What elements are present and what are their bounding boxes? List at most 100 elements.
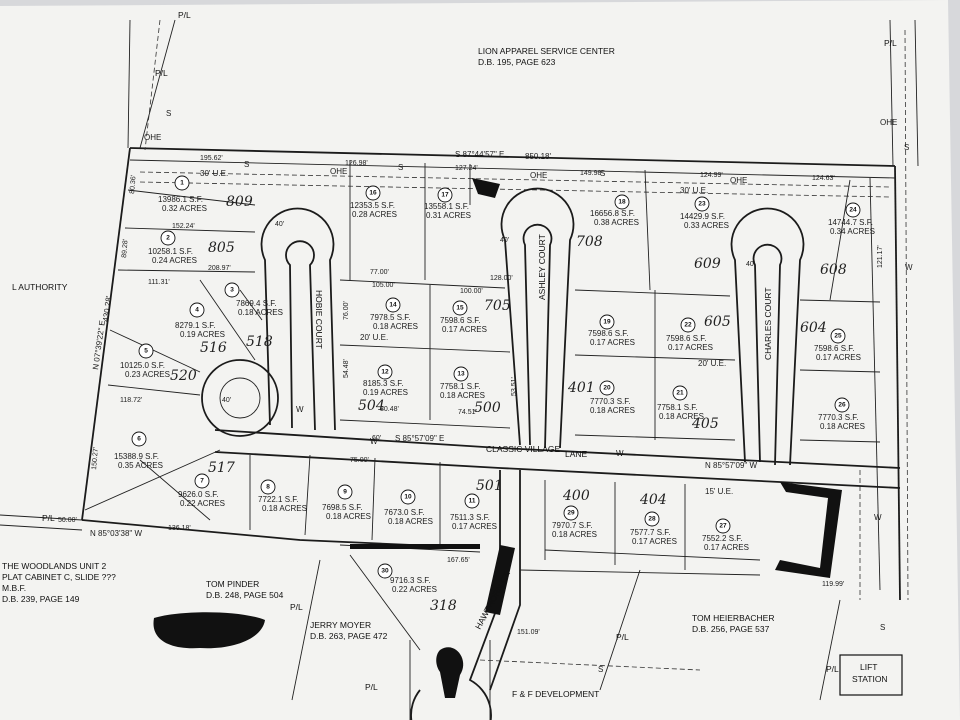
lot-2-area: 10258.1 S.F. [148,247,193,256]
svg-text:4: 4 [195,307,199,314]
lion-apparel-name: LION APPAREL SERVICE CENTER [478,46,615,56]
lot-14-acres: 0.18 ACRES [373,322,418,331]
lot-8-area: 7722.1 S.F. [258,495,298,504]
lot-28-circle: 28 [644,511,660,527]
ff-development: F & F DEVELOPMENT [512,689,599,699]
north-bearing: S 87°44'57" E [455,150,504,159]
lot-29-circle: 29 [563,505,579,521]
lot-27-acres: 0.17 ACRES [704,543,749,552]
s-label-2: S [244,160,249,169]
s-label-1: S [166,109,171,118]
lot-1-circle: 1 [174,175,190,191]
lot-27-area: 7552.2 S.F. [702,534,742,543]
lot-19-circle: 19 [599,314,615,330]
pinder-ref: D.B. 248, PAGE 504 [206,590,284,600]
lot-19-acres: 0.17 ACRES [590,338,635,347]
lot-24-circle: 24 [845,202,861,218]
lot-13-acres: 0.18 ACRES [440,391,485,400]
s-label-6: S [880,623,885,632]
moyer-ref: D.B. 263, PAGE 472 [310,631,388,641]
lot-20-circle: 20 [599,380,615,396]
lot-7-acres: 0.22 ACRES [180,499,225,508]
dim-124b: 124.63' [812,175,835,182]
lot-14-area: 7978.5 S.F. [370,313,410,322]
svg-text:14: 14 [389,302,397,309]
hand-517: 517 [208,460,235,476]
ue-30-label-1: 30' U.E. [200,169,228,178]
lot-13-area: 7758.1 S.F. [440,382,480,391]
lot-23-circle: 23 [694,196,710,212]
dim-54: 54.48' [343,359,350,378]
dim-100: 100.00' [460,288,483,295]
woodlands-line-4: D.B. 239, PAGE 149 [2,594,80,604]
moyer-name: JERRY MOYER [310,620,371,630]
lot-lines [84,160,881,651]
lot-17-area: 13558.1 S.F. [424,202,469,211]
s-label-7: S [598,665,603,674]
dim-40b: 40' [500,237,509,244]
ue-15-label: 15' U.E. [705,487,733,496]
line-labels: P/L P/L P/L P/L P/L P/L P/L P/L OHE OHE … [42,10,913,692]
pl-label-4: P/L [42,513,55,523]
charles-court-label: CHARLES COURT [763,287,773,360]
svg-text:12: 12 [381,369,389,376]
lot-21-area: 7758.1 S.F. [657,403,697,412]
pinder-name: TOM PINDER [206,579,259,589]
hand-404: 404 [639,492,667,508]
lion-apparel-ref: D.B. 195, PAGE 623 [478,57,556,67]
lot-9-acres: 0.18 ACRES [326,512,371,521]
svg-text:17: 17 [441,192,449,199]
lot-24-acres: 0.34 ACRES [830,227,875,236]
dim-111: 111.31' [148,279,170,286]
lot-15-acres: 0.17 ACRES [442,325,487,334]
lot-8-acres: 0.18 ACRES [262,504,307,513]
lot-25-area: 7598.6 S.F. [814,344,854,353]
svg-text:8: 8 [266,484,270,491]
svg-text:13: 13 [457,371,465,378]
hand-609: 609 [694,256,721,272]
svg-text:28: 28 [648,516,656,523]
s-label-5: S [904,143,909,152]
lot-18-acres: 0.38 ACRES [594,218,639,227]
svg-text:26: 26 [838,402,846,409]
hand-318: 318 [430,598,457,614]
svg-text:5: 5 [144,348,148,355]
dim-119: 119.99' [822,581,844,588]
lot-18-area: 16656.8 S.F. [590,209,635,218]
lot-17-acres: 0.31 ACRES [426,211,471,220]
lane-bearing-2: N 85°57'09" W [705,461,757,470]
lot-8-circle: 8 [260,479,276,495]
heierbacher-ref: D.B. 256, PAGE 537 [692,624,770,634]
ue-20-label-1: 20' U.E. [360,333,388,342]
lot-17-circle: 17 [437,187,453,203]
lot-11-circle: 11 [464,493,480,509]
lot-5-circle: 5 [138,343,154,359]
ue-20-label-2: 20' U.E. [698,359,726,368]
lift-label-1: LIFT [860,662,877,672]
hand-400: 400 [562,488,590,504]
lot-2-acres: 0.24 ACRES [152,256,197,265]
lane-label: LANE [565,449,588,459]
lot-10-acres: 0.18 ACRES [388,517,433,526]
classic-village-label: CLASSIC VILLAGE [486,444,561,454]
pl-label-2: P/L [884,38,897,48]
lot-30-area: 9716.3 S.F. [390,576,430,585]
lot-12-area: 8185.3 S.F. [363,379,403,388]
hand-504: 504 [358,398,385,414]
lot-26-circle: 26 [834,397,850,413]
dim-151: 151.09' [517,629,540,636]
dim-127: 127.24' [455,165,478,172]
lot-6-area: 15388.9 S.F. [114,452,159,461]
dim-126: 126.98' [345,160,368,167]
streets [201,187,901,720]
svg-text:29: 29 [567,510,575,517]
lot-11-area: 7511.3 S.F. [450,513,490,522]
woodlands-line-1: THE WOODLANDS UNIT 2 [2,561,106,571]
south-bearing: N 85°03'38" W [90,529,142,538]
lot-5-acres: 0.23 ACRES [125,370,170,379]
lot-30-acres: 0.22 ACRES [392,585,437,594]
svg-text:9: 9 [343,489,347,496]
pl-label-1: P/L [178,10,191,20]
svg-text:19: 19 [603,319,611,326]
lot-24-area: 14744.7 S.F. [828,218,873,227]
